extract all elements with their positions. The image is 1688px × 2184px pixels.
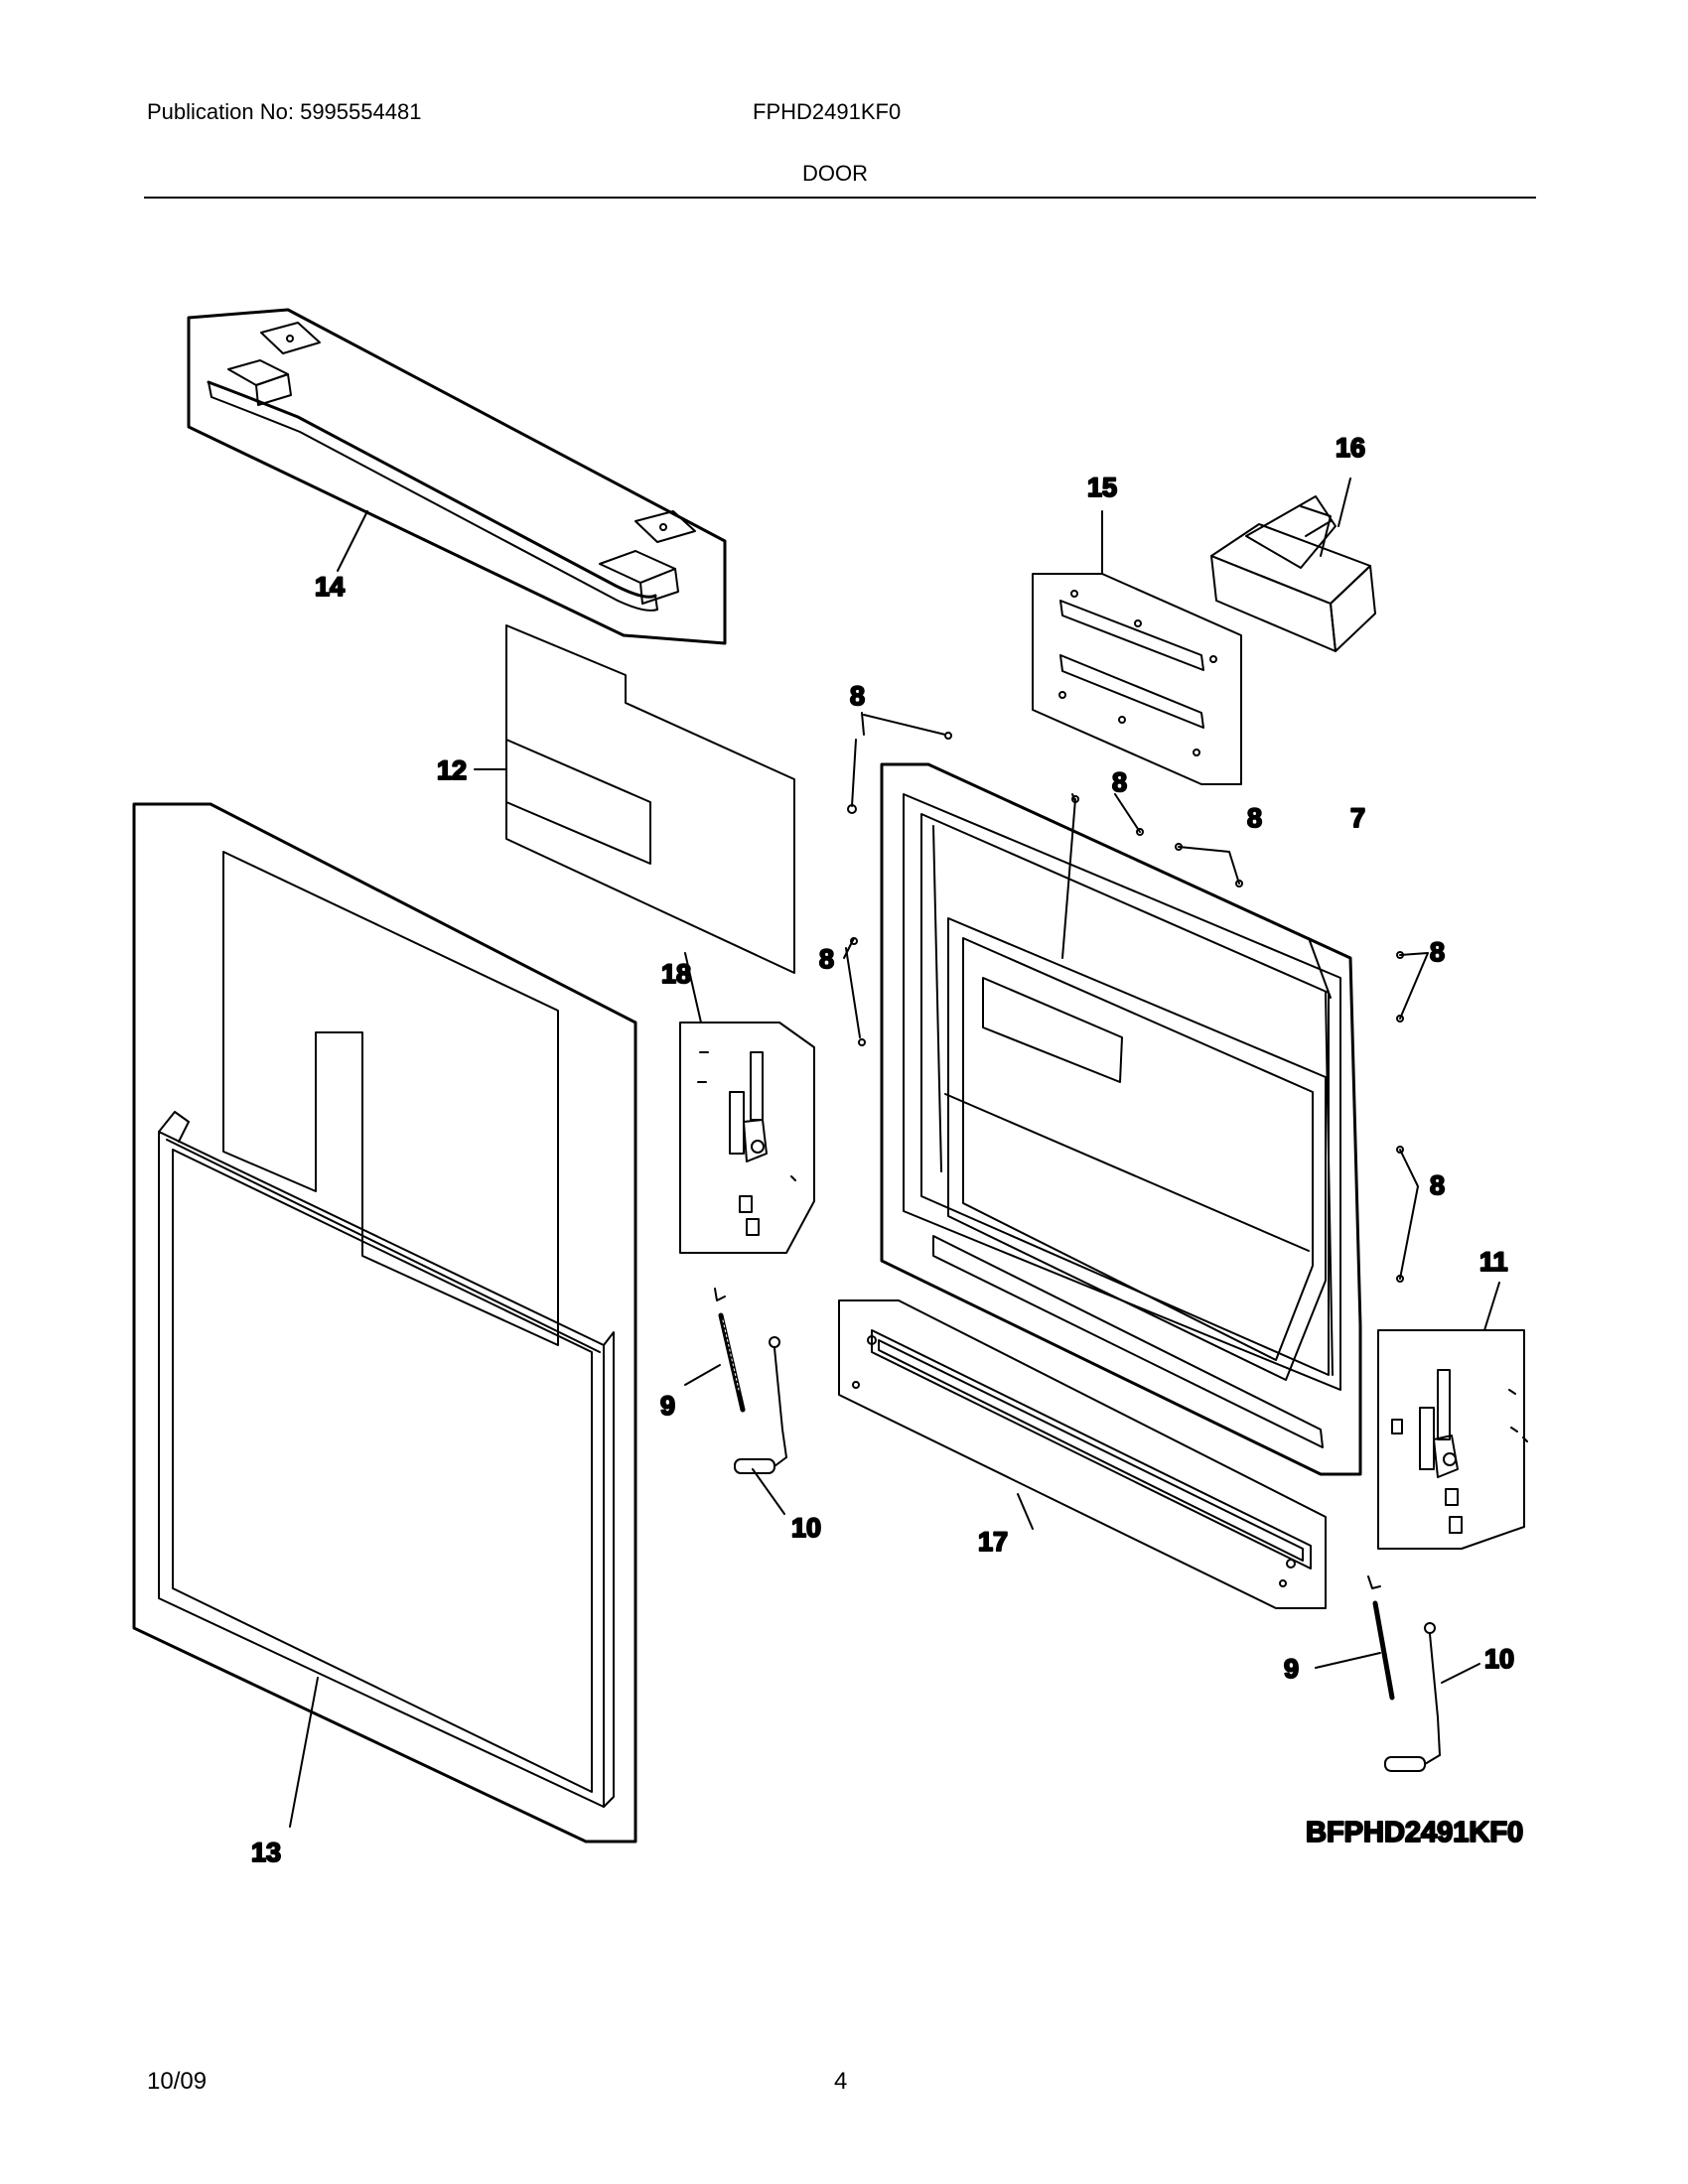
callout-11: 11 bbox=[1479, 1247, 1508, 1277]
callout-8-right-b: 8 bbox=[1430, 1170, 1445, 1200]
callout-16: 16 bbox=[1336, 433, 1365, 463]
screws-part bbox=[845, 714, 1404, 1283]
inner-door-part bbox=[880, 762, 1362, 1476]
outer-door-panel-part bbox=[132, 802, 637, 1843]
handle-part bbox=[187, 308, 727, 645]
callout-8-top: 8 bbox=[850, 681, 865, 711]
model-number: FPHD2491KF0 bbox=[753, 99, 902, 124]
link-right-part bbox=[1384, 1622, 1441, 1772]
insulation-part bbox=[505, 624, 795, 974]
publication-date: 10/09 bbox=[147, 2068, 208, 2095]
callout-12: 12 bbox=[437, 755, 467, 785]
hinge-bracket-right-part bbox=[1377, 1329, 1528, 1550]
callout-10-left: 10 bbox=[791, 1513, 821, 1543]
callout-7: 7 bbox=[1350, 803, 1365, 833]
hinge-bracket-left-part bbox=[679, 1022, 815, 1254]
callout-18: 18 bbox=[661, 959, 691, 989]
callout-14: 14 bbox=[315, 572, 345, 602]
callout-10-right: 10 bbox=[1484, 1644, 1514, 1674]
leader-lines bbox=[289, 478, 1500, 1828]
dispenser-part bbox=[1210, 495, 1376, 652]
publication-number: Publication No: 5995554481 bbox=[147, 99, 422, 124]
spring-right-part bbox=[1367, 1575, 1395, 1701]
header-rule bbox=[144, 197, 1536, 199]
bracket-kit-part bbox=[1032, 573, 1242, 785]
callout-9-left: 9 bbox=[660, 1391, 675, 1421]
spring-left-part bbox=[714, 1288, 746, 1413]
callout-8-right-a: 8 bbox=[1430, 937, 1445, 967]
diagram-reference-code: BFPHD2491KF0 bbox=[1306, 1817, 1523, 1848]
link-left-part bbox=[734, 1336, 787, 1474]
callout-9-right: 9 bbox=[1284, 1654, 1299, 1684]
bottom-trim-part bbox=[838, 1299, 1327, 1609]
callout-17: 17 bbox=[978, 1527, 1008, 1557]
section-title: DOOR bbox=[802, 161, 868, 186]
callout-15: 15 bbox=[1087, 473, 1117, 502]
page-number: 4 bbox=[834, 2068, 848, 2095]
callout-13: 13 bbox=[251, 1838, 281, 1867]
callout-8-mid-b: 8 bbox=[1247, 803, 1262, 833]
callout-8-left: 8 bbox=[819, 944, 834, 974]
callout-8-mid-a: 8 bbox=[1112, 767, 1127, 797]
